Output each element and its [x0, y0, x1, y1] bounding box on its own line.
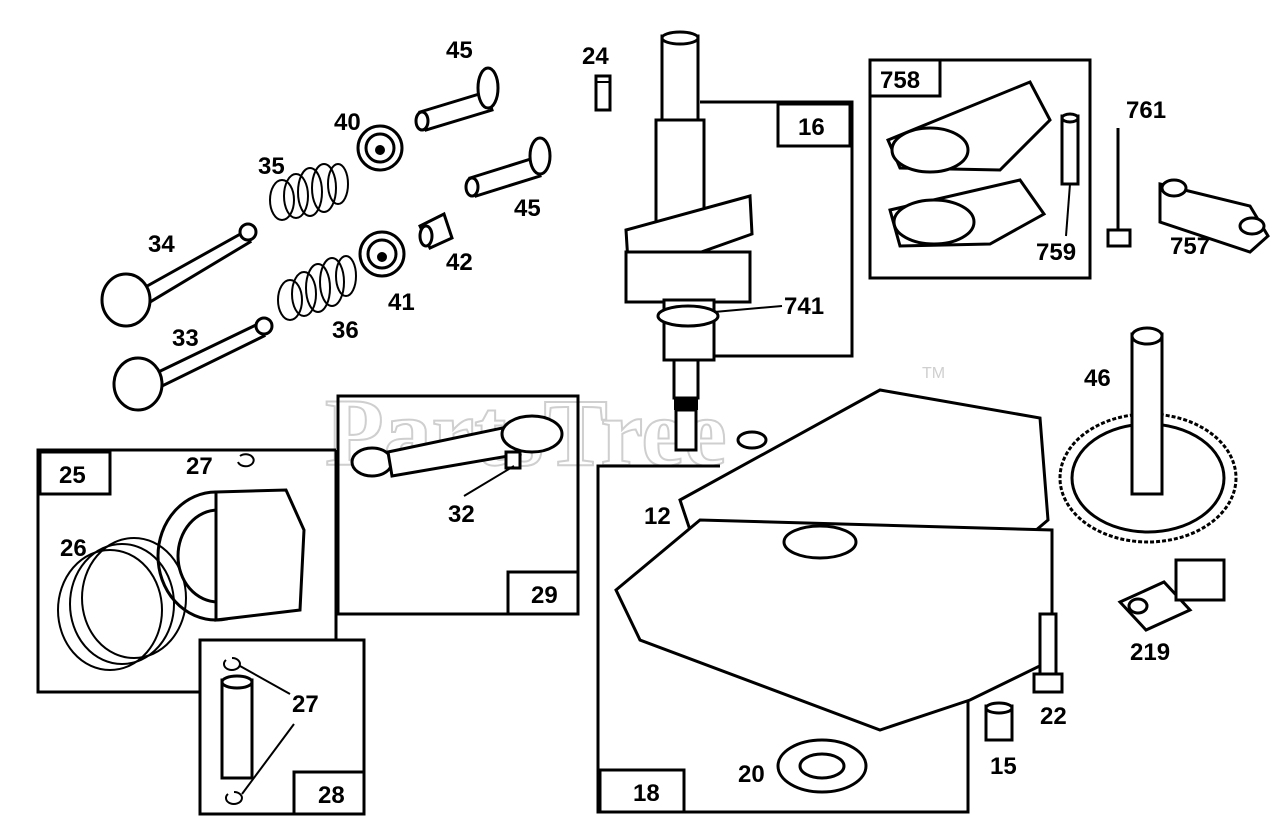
group-box-18: 18	[596, 464, 970, 814]
callout-36: 36	[332, 317, 359, 344]
callout-33: 33	[172, 325, 199, 352]
valve-33	[112, 316, 274, 412]
box-28-tab	[292, 770, 366, 816]
retaining-clip-27-upper	[237, 453, 255, 468]
box-28-label: 28	[318, 782, 345, 809]
callout-40: 40	[334, 109, 361, 136]
callout-741: 741	[784, 293, 824, 320]
spring-35	[269, 163, 349, 221]
spring-36	[277, 255, 357, 321]
group-box-16: 16	[700, 100, 854, 358]
bolt-22	[1032, 612, 1064, 694]
rocker-757	[1158, 178, 1270, 254]
leader-lines	[239, 183, 1071, 795]
group-box-29: 29	[336, 394, 580, 616]
callout-45-lower: 45	[514, 195, 541, 222]
crankshaft-741	[624, 30, 754, 452]
box-25-frame	[36, 448, 336, 694]
seal-20	[776, 738, 868, 794]
callout-46: 46	[1084, 365, 1111, 392]
box-25-tab	[38, 450, 112, 496]
sump-12	[614, 388, 1054, 732]
valve-45-lower	[464, 136, 552, 198]
callout-35: 35	[258, 153, 285, 180]
box-25-label: 25	[59, 462, 86, 489]
piston-pin-28	[220, 657, 254, 805]
piston-26	[156, 488, 306, 622]
box-18-label: 18	[633, 780, 660, 807]
plug-15	[984, 701, 1014, 742]
callout-12: 12	[644, 503, 671, 530]
box-16-label: 16	[798, 114, 825, 141]
callout-45-upper: 45	[446, 37, 473, 64]
box-29-frame	[336, 394, 580, 616]
valve-34	[100, 222, 258, 328]
callout-219: 219	[1130, 639, 1170, 666]
camshaft-46	[1058, 326, 1238, 544]
box-29-tab	[506, 570, 580, 616]
valve-45-upper	[414, 66, 500, 132]
box-16-tab	[776, 102, 852, 148]
screw-761	[1106, 128, 1132, 248]
callout-41: 41	[388, 289, 415, 316]
box-758-tab	[868, 58, 942, 98]
callout-759: 759	[1036, 239, 1076, 266]
callout-15: 15	[990, 753, 1017, 780]
breather-758	[886, 80, 1052, 248]
callout-27-upper: 27	[186, 453, 213, 480]
callout-32: 32	[448, 501, 475, 528]
dowel-759	[1060, 112, 1080, 186]
box-18-tab	[598, 768, 686, 814]
group-box-28: 28	[198, 638, 366, 816]
callout-27-lower: 27	[292, 691, 319, 718]
callout-labels: 45 45 24 40 35 34 42 41 33 36 741 761 75…	[60, 37, 1210, 788]
box-16-frame	[700, 100, 854, 358]
keeper-42	[418, 211, 454, 250]
callout-26: 26	[60, 535, 87, 562]
retainer-40	[356, 124, 404, 172]
callout-20: 20	[738, 761, 765, 788]
watermark-trademark: TM	[922, 365, 945, 382]
callout-757: 757	[1170, 233, 1210, 260]
piston-rings-26	[57, 537, 187, 671]
callout-22: 22	[1040, 703, 1067, 730]
box-758-frame	[868, 58, 1092, 280]
box-28-frame	[198, 638, 366, 816]
group-box-25: 25	[36, 448, 338, 694]
connecting-rod-32	[350, 414, 564, 478]
callout-24: 24	[582, 43, 609, 70]
retainer-41	[358, 230, 406, 278]
box-758-label: 758	[880, 67, 920, 94]
group-box-758: 758	[868, 58, 1092, 280]
callout-42: 42	[446, 249, 473, 276]
governor-219	[1117, 558, 1226, 632]
key-24	[594, 74, 612, 112]
callout-761: 761	[1126, 97, 1166, 124]
box-18-frame	[596, 464, 970, 814]
callout-34: 34	[148, 231, 175, 258]
box-29-label: 29	[531, 582, 558, 609]
